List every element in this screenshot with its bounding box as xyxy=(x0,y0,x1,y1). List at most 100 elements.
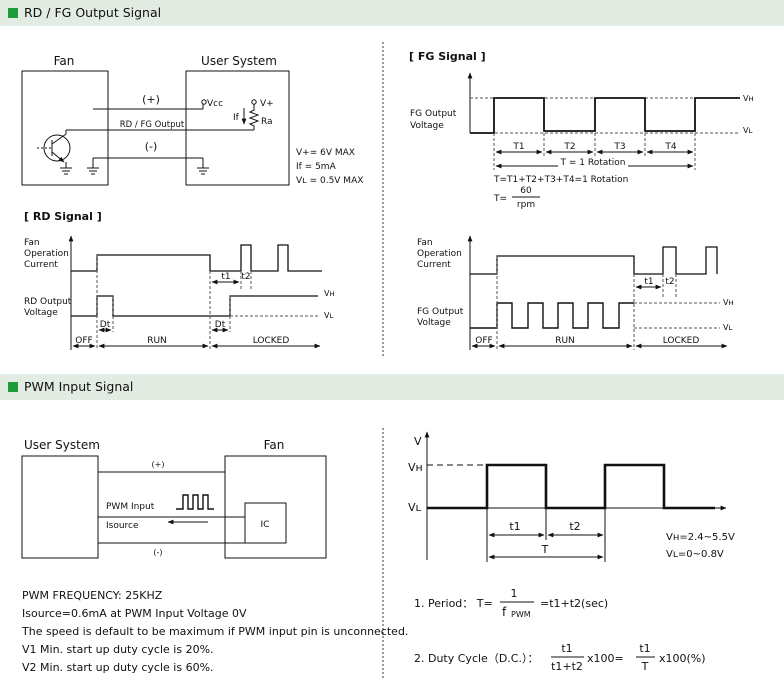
fg-period-t4: T4 xyxy=(664,142,676,152)
rd-t2-label: t2 xyxy=(241,272,250,282)
pwm-waveform xyxy=(427,463,715,510)
pwm-vl-label: Vʟ xyxy=(408,501,422,514)
pwm-vh-range: Vʜ=2.4~5.5V xyxy=(666,532,735,543)
duty-mid: x100= xyxy=(587,652,624,665)
fg-signal-diagram: [ FG Signal ] FG Output Voltage Vʜ Vʟ T1… xyxy=(409,50,754,210)
period-numerator: 1 xyxy=(511,587,518,600)
rd-current-waveform xyxy=(71,244,322,272)
spec-vplus: V+= 6V MAX xyxy=(296,148,355,158)
pwm-fan-label: Fan xyxy=(264,438,285,452)
pwm-note-frequency: PWM FREQUENCY: 25KHZ xyxy=(22,589,163,602)
fg2-phase-off: OFF xyxy=(475,336,492,346)
ra-resistor xyxy=(248,104,260,130)
pwm-minus-label: (-) xyxy=(153,548,162,557)
minus-label: (-) xyxy=(145,140,158,153)
fg2-output-label-2: Voltage xyxy=(417,318,451,328)
pwm-t1-label: t1 xyxy=(509,520,520,533)
fg2-current-label-3: Current xyxy=(417,260,451,270)
if-label: If xyxy=(233,113,240,123)
fg-formula: T=T1+T2+T3+T4=1 Rotation xyxy=(493,175,628,185)
period-label: 1. Period： T= xyxy=(414,597,493,610)
duty-denominator-2: T xyxy=(641,660,649,673)
rd-output-label-2: Voltage xyxy=(24,308,58,318)
rd-vl-label: Vʟ xyxy=(324,311,334,320)
rd-t1-label: t1 xyxy=(221,272,230,282)
period-denominator-sub: PWM xyxy=(511,610,531,619)
rd-signal-title: [ RD Signal ] xyxy=(24,210,102,223)
section-title: PWM Input Signal xyxy=(24,379,134,394)
pwm-plus-label: (+) xyxy=(152,460,165,469)
rd-output-waveform xyxy=(71,295,318,317)
duty-denominator-1: t1+t2 xyxy=(551,660,583,673)
rd-phase-locked: LOCKED xyxy=(253,336,290,346)
fg-eq-lhs: T= xyxy=(493,194,507,204)
fg2-vh-label: Vʜ xyxy=(723,298,734,307)
rd-current-label-2: Operation xyxy=(24,249,69,259)
fg2-vl-label: Vʟ xyxy=(723,323,733,332)
ic-label: IC xyxy=(261,520,270,530)
section-header-pwm: PWM Input Signal xyxy=(0,374,784,400)
pwm-v-axis-label: V xyxy=(414,435,422,448)
fg2-current-label-2: Operation xyxy=(417,249,462,259)
fg2-current-waveform xyxy=(470,246,718,275)
ic-box xyxy=(244,502,287,544)
rd-output-label-1: RD Output xyxy=(24,297,72,307)
fg2-phase-locked: LOCKED xyxy=(663,336,700,346)
pwm-period-label: T xyxy=(541,543,549,556)
rd-current-label-3: Current xyxy=(24,260,58,270)
section-marker-icon xyxy=(8,382,18,392)
plus-label: (+) xyxy=(142,93,160,106)
fg-signal-title: [ FG Signal ] xyxy=(409,50,486,63)
fg2-phase-run: RUN xyxy=(555,336,575,346)
spec-vl: Vʟ = 0.5V MAX xyxy=(296,176,363,186)
rd-fg-circuit: Fan User System (+) Vcc RD / FG Output V… xyxy=(21,54,363,186)
pwm-waveform-diagram: V Vʜ Vʟ t1 t2 T Vʜ=2.4~5.5V Vʟ=0~0.8V xyxy=(408,431,735,562)
transistor-symbol xyxy=(43,134,71,162)
fg-eq-numerator: 60 xyxy=(520,186,532,196)
pwm-note-default-speed: The speed is default to be maximum if PW… xyxy=(22,625,409,638)
fg-waveform xyxy=(470,97,740,134)
spec-if: If = 5mA xyxy=(296,162,337,172)
duty-label: 2. Duty Cycle（D.C.）： xyxy=(414,652,538,665)
fg2-output-waveform xyxy=(470,302,634,329)
fan-label: Fan xyxy=(54,54,75,68)
fg2-output-label-1: FG Output xyxy=(417,307,464,317)
fg2-t2-label: t2 xyxy=(665,277,674,287)
vcc-label: Vcc xyxy=(207,99,223,109)
vplus-label: V+ xyxy=(260,99,274,109)
ra-label: Ra xyxy=(261,117,273,127)
pwm-fan-box xyxy=(224,455,327,559)
pwm-note-v2-duty: V2 Min. start up duty cycle is 60%. xyxy=(22,661,214,674)
rd-signal-diagram: [ RD Signal ] Fan Operation Current RD O… xyxy=(24,210,335,350)
duty-numerator-2: t1 xyxy=(639,642,650,655)
pwm-t2-label: t2 xyxy=(569,520,580,533)
fg-vh-label: Vʜ xyxy=(743,94,754,103)
section-marker-icon xyxy=(8,8,18,18)
pwm-pulse-icon xyxy=(176,494,214,510)
rd-vh-label: Vʜ xyxy=(324,289,335,298)
rd-phase-run: RUN xyxy=(147,336,167,346)
fg-rotation-label: T = 1 Rotation xyxy=(560,158,626,168)
fg2-t1-label: t1 xyxy=(644,277,653,287)
fg2-current-label-1: Fan xyxy=(417,238,433,248)
pwm-formulas: 1. Period： T= 1 f PWM =t1+t2(sec) 2. Dut… xyxy=(414,587,706,673)
fg-output-label-2: Voltage xyxy=(410,121,444,131)
period-rhs: =t1+t2(sec) xyxy=(540,597,608,610)
rd-dt-label-2: Dt xyxy=(215,320,226,330)
duty-numerator-1: t1 xyxy=(561,642,572,655)
user-system-label: User System xyxy=(201,54,277,68)
pwm-user-system-label: User System xyxy=(24,438,100,452)
fg-vl-label: Vʟ xyxy=(743,126,753,135)
rd-dt-label-1: Dt xyxy=(100,320,111,330)
duty-rhs: x100(%) xyxy=(659,652,706,665)
rd-current-label-1: Fan xyxy=(24,238,40,248)
section-title: RD / FG Output Signal xyxy=(24,5,162,20)
user-system-box xyxy=(185,70,290,186)
isource-label: Isource xyxy=(106,521,139,531)
fg-eq-denominator: rpm xyxy=(517,200,535,210)
pwm-note-v1-duty: V1 Min. start up duty cycle is 20%. xyxy=(22,643,214,656)
fg-period-t2: T2 xyxy=(563,142,575,152)
rd-fg-output-label: RD / FG Output xyxy=(120,120,185,130)
pwm-input-label: PWM Input xyxy=(106,502,155,512)
